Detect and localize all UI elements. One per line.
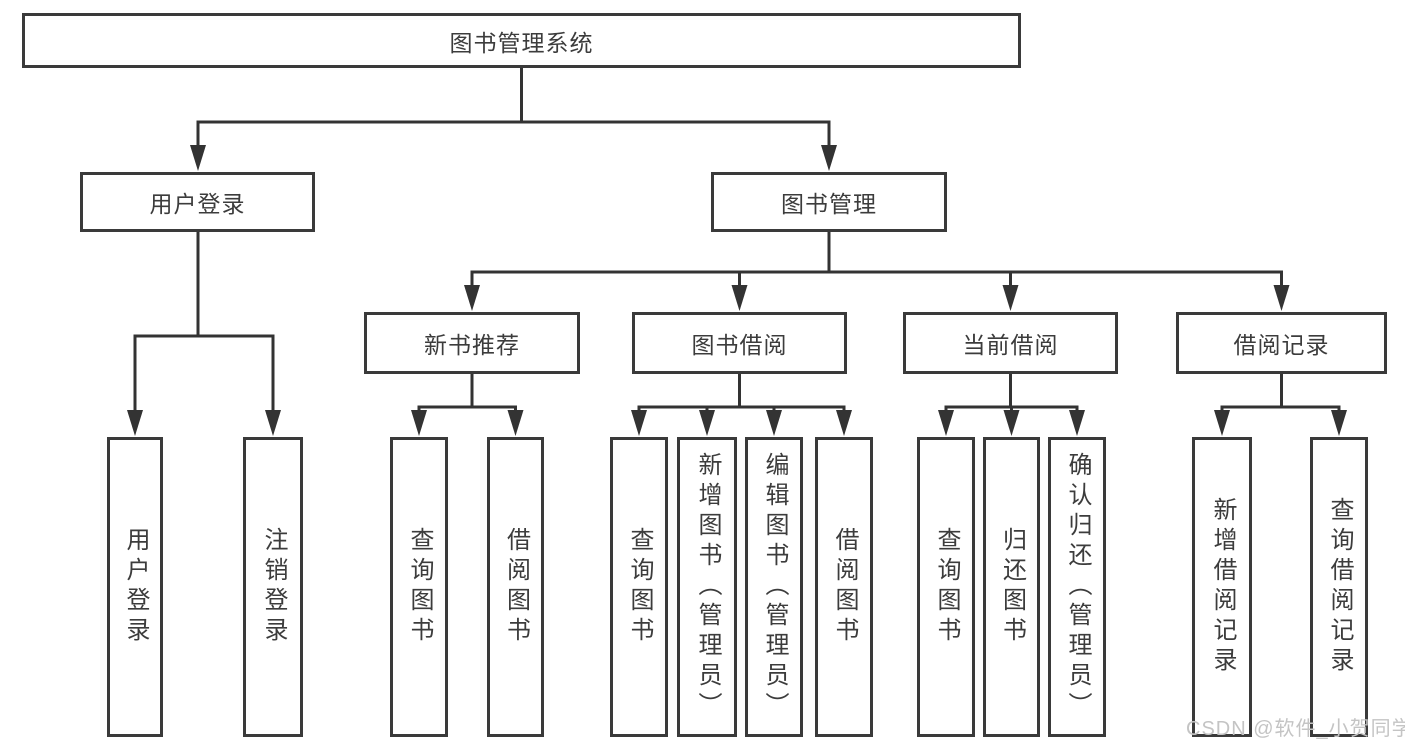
- node-current-borrowing-label: 当前借阅: [962, 332, 1059, 358]
- node-new-book-recommend-label: 新书推荐: [424, 332, 520, 358]
- node-new-book-recommend: 新书推荐: [364, 312, 580, 374]
- node-borrowing-records: 借阅记录: [1176, 312, 1387, 374]
- node-book-borrowing: 图书借阅: [632, 312, 847, 374]
- leaf-edit-books-admin-label: 编辑图书（管理员）: [761, 452, 788, 722]
- leaf-confirm-return-admin-label: 确认归还（管理员）: [1064, 452, 1091, 722]
- leaf-query-borrow-record-label: 查询借阅记录: [1326, 497, 1353, 677]
- node-user-login: 用户登录: [80, 172, 315, 232]
- csdn-watermark: CSDN @软件_小贺同学: [1186, 718, 1405, 740]
- leaf-confirm-return-admin: 确认归还（管理员）: [1048, 437, 1106, 737]
- leaf-borrow-books-1-label: 借阅图书: [502, 527, 530, 647]
- leaf-query-books-2: 查询图书: [610, 437, 668, 737]
- node-user-login-label: 用户登录: [149, 191, 246, 217]
- leaf-add-books-admin: 新增图书（管理员）: [677, 437, 737, 737]
- leaf-query-books-2-label: 查询图书: [626, 527, 653, 647]
- leaf-user-login-label: 用户登录: [122, 527, 149, 647]
- leaf-logout-login: 注销登录: [243, 437, 303, 737]
- leaf-query-books-1: 查询图书: [390, 437, 448, 737]
- node-root-label: 图书管理系统: [449, 29, 594, 56]
- leaf-add-borrow-record-label: 新增借阅记录: [1209, 497, 1236, 677]
- leaf-query-books-3-label: 查询图书: [933, 527, 960, 647]
- node-book-management: 图书管理: [711, 172, 947, 232]
- leaf-logout-login-label: 注销登录: [260, 527, 287, 647]
- arrowheads: [127, 145, 1347, 436]
- leaf-borrow-books-1: 借阅图书: [487, 437, 544, 737]
- node-current-borrowing: 当前借阅: [903, 312, 1118, 374]
- leaf-add-books-admin-label: 新增图书（管理员）: [694, 452, 721, 722]
- leaf-return-books-label: 归还图书: [998, 527, 1026, 647]
- leaf-return-books: 归还图书: [983, 437, 1040, 737]
- leaf-borrow-books-2: 借阅图书: [815, 437, 873, 737]
- leaf-edit-books-admin: 编辑图书（管理员）: [745, 437, 803, 737]
- leaf-user-login: 用户登录: [107, 437, 163, 737]
- node-book-borrowing-label: 图书借阅: [691, 332, 788, 358]
- node-borrowing-records-label: 借阅记录: [1233, 332, 1330, 358]
- leaf-query-books-1-label: 查询图书: [406, 527, 433, 647]
- node-root: 图书管理系统: [22, 13, 1021, 68]
- leaf-add-borrow-record: 新增借阅记录: [1192, 437, 1252, 737]
- leaf-query-books-3: 查询图书: [917, 437, 975, 737]
- node-book-management-label: 图书管理: [781, 191, 877, 217]
- leaf-borrow-books-2-label: 借阅图书: [831, 527, 858, 647]
- leaf-query-borrow-record: 查询借阅记录: [1310, 437, 1368, 737]
